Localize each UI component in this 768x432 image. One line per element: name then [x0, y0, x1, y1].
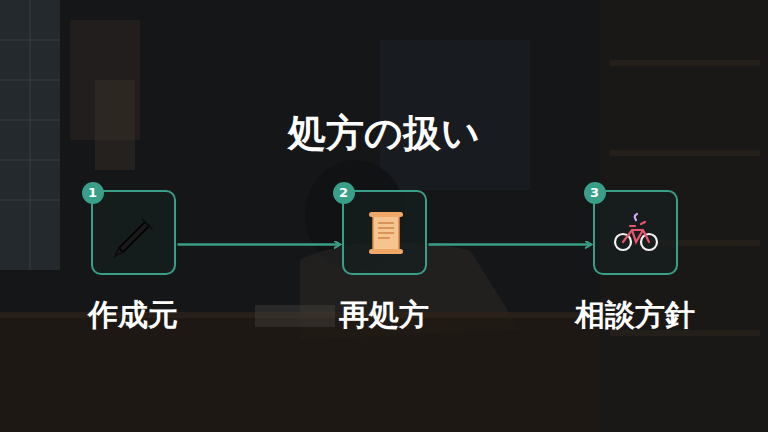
step-icon: [595, 192, 676, 273]
flow-arrow: [178, 243, 340, 246]
icon-box: 2: [342, 190, 427, 275]
callout-number: 1: [82, 182, 104, 204]
step-label: 相談方針: [542, 296, 728, 334]
diagram-title: 処方の扱い: [0, 108, 768, 158]
step-node: 2 再処方: [291, 190, 477, 334]
step-node: 1 作成元: [40, 190, 226, 334]
flow-arrow: [429, 243, 591, 246]
step-label: 作成元: [40, 296, 226, 334]
step-icon: [93, 192, 174, 273]
callout-number: 3: [584, 182, 606, 204]
step-icon: [344, 192, 425, 273]
icon-box: 1: [91, 190, 176, 275]
icon-box: 3: [593, 190, 678, 275]
callout-number: 2: [333, 182, 355, 204]
step-node: 3 相談方針: [542, 190, 728, 334]
step-label: 再処方: [291, 296, 477, 334]
